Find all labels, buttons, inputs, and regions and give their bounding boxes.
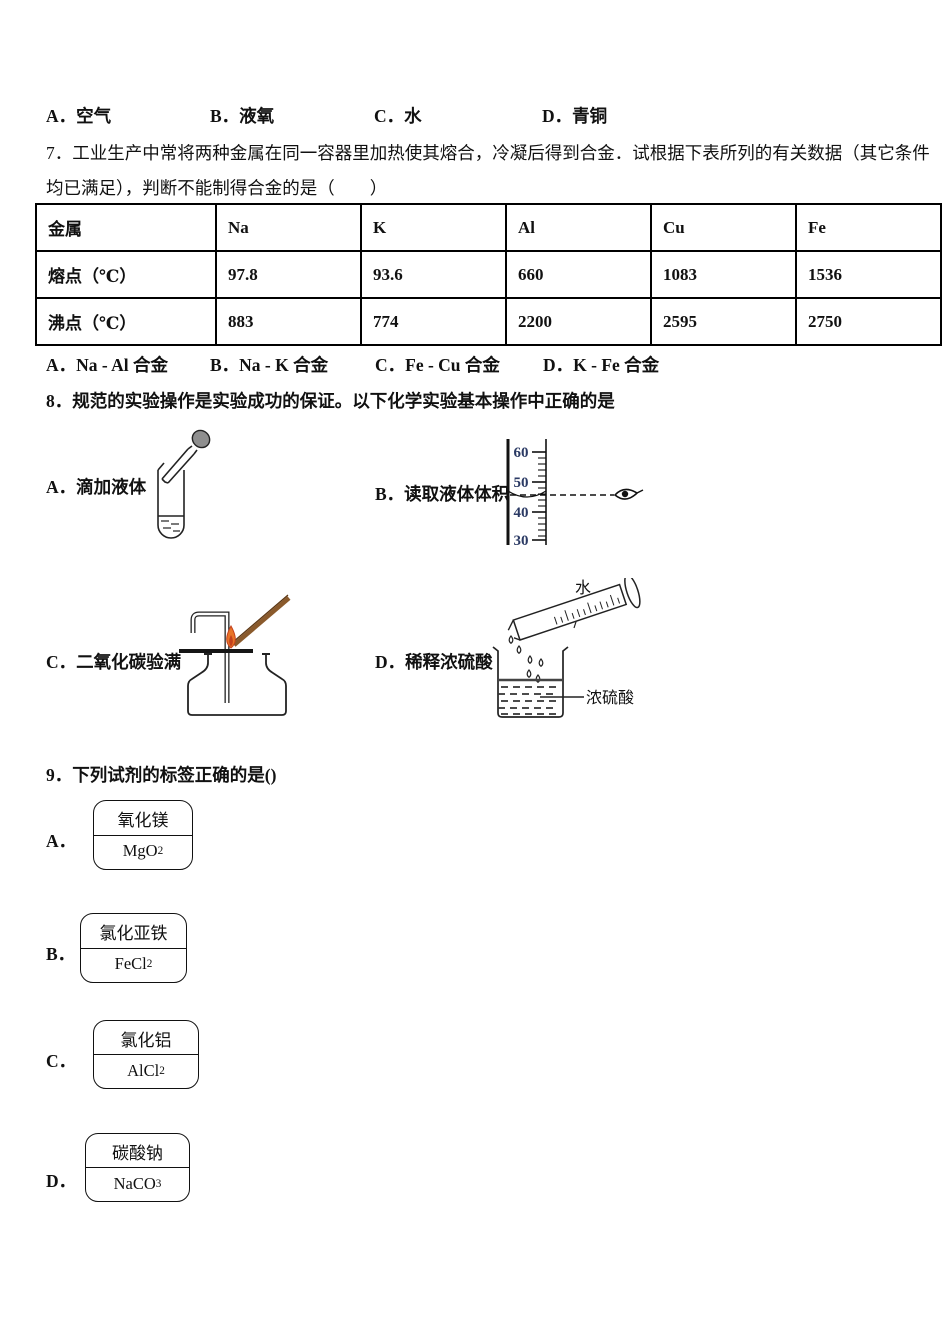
formula-base: NaCO xyxy=(113,1173,156,1193)
graduated-cylinder-reading-figure: 60 50 40 30 xyxy=(506,439,644,548)
formula-base: FeCl xyxy=(114,954,147,974)
dropper-test-tube-figure xyxy=(157,429,211,539)
q8-option-b-label: B．读取液体体积 xyxy=(375,484,510,504)
label-divider xyxy=(86,1167,189,1168)
header-al: Al xyxy=(505,203,652,252)
tick-50: 50 xyxy=(514,475,529,491)
tick-60: 60 xyxy=(514,445,529,461)
reagent-name: 氧化镁 xyxy=(117,811,169,831)
dropper-bulb xyxy=(191,429,211,449)
acid-label: 浓硫酸 xyxy=(586,689,634,707)
pouring-cylinder xyxy=(507,578,641,641)
formula-subscript: 2 xyxy=(159,1064,165,1077)
formula-base: AlCl xyxy=(127,1060,160,1080)
q7-option-d: D．K - Fe 合金 xyxy=(543,355,660,375)
q9-stem: 9．下列试剂的标签正确的是() xyxy=(46,765,277,785)
q9-option-b-letter: B． xyxy=(46,944,76,964)
q9-option-c-letter: C． xyxy=(46,1051,77,1071)
glass-cover-plate xyxy=(179,649,253,653)
q8-option-d-label: D．稀释浓硫酸 xyxy=(375,652,493,672)
acid-liquid xyxy=(498,678,563,715)
melting-point-row: 熔点（℃） 97.8 93.6 660 1083 1536 xyxy=(35,250,942,299)
q8-option-c-label: C．二氧化碳验满 xyxy=(46,652,182,672)
burning-splint xyxy=(226,594,291,649)
formula-subscript: 3 xyxy=(155,1177,162,1190)
formula-subscript: 2 xyxy=(146,958,153,971)
cell-value: 97.8 xyxy=(215,250,362,299)
formula-subscript: 2 xyxy=(157,845,164,858)
q6-option-a: A．空气 xyxy=(46,106,112,126)
row-label: 沸点（℃） xyxy=(35,297,217,346)
q7-option-c: C．Fe - Cu 合金 xyxy=(375,355,500,375)
q6-option-b: B．液氧 xyxy=(210,106,275,126)
formula-base: MgO xyxy=(122,841,158,861)
water-label: 水 xyxy=(575,579,591,597)
tick-30: 30 xyxy=(514,533,529,548)
q9-option-a-letter: A． xyxy=(46,831,77,851)
cell-value: 93.6 xyxy=(360,250,507,299)
dilute-acid-figure: 水 xyxy=(492,578,641,718)
q8-option-a-label: A．滴加液体 xyxy=(46,477,147,497)
boiling-point-row: 沸点（℃） 883 774 2200 2595 2750 xyxy=(35,297,942,346)
q7-option-a: A．Na - Al 合金 xyxy=(46,355,169,375)
reagent-name: 氯化亚铁 xyxy=(99,924,168,944)
reagent-name: 碳酸钠 xyxy=(112,1144,163,1163)
header-cu: Cu xyxy=(650,203,797,252)
tick-40: 40 xyxy=(514,505,529,521)
header-k: K xyxy=(360,203,507,252)
label-divider xyxy=(94,834,192,836)
cell-value: 2750 xyxy=(795,297,942,346)
cell-value: 1083 xyxy=(650,250,797,299)
cell-value: 2595 xyxy=(650,297,797,346)
water-drops xyxy=(508,635,544,684)
cylinder-base xyxy=(624,578,641,609)
cell-value: 2200 xyxy=(505,297,652,346)
header-fe: Fe xyxy=(795,203,942,252)
q7-stem-line2: 均已满足），判断不能制得合金的是（ ） xyxy=(46,178,388,198)
q9-option-d-letter: D． xyxy=(46,1171,77,1191)
cell-value: 1536 xyxy=(795,250,942,299)
q6-option-d: D．青铜 xyxy=(542,106,608,126)
row-label: 熔点（℃） xyxy=(35,250,217,299)
q7-option-b: B．Na - K 合金 xyxy=(210,355,329,375)
q8-stem: 8．规范的实验操作是实验成功的保证。以下化学实验基本操作中正确的是 xyxy=(46,391,615,411)
melting-boiling-point-table: 金属 Na K Al Cu Fe 熔点（℃） 97.8 93.6 660 108… xyxy=(35,203,942,346)
gas-bottle xyxy=(187,654,287,716)
meniscus-curve xyxy=(507,490,547,498)
q7-stem-line1: 7．工业生产中常将两种金属在同一容器里加热使其熔合，冷凝后得到合金．试根据下表所… xyxy=(46,143,930,163)
cell-value: 883 xyxy=(215,297,362,346)
label-divider xyxy=(81,947,186,949)
bent-glass-tube xyxy=(190,611,230,703)
table-header-row: 金属 Na K Al Cu Fe xyxy=(35,203,942,252)
co2-fullness-test-figure xyxy=(179,594,291,716)
cell-value: 774 xyxy=(360,297,507,346)
eye-icon xyxy=(613,488,644,500)
header-na: Na xyxy=(215,203,362,252)
cell-value: 660 xyxy=(505,250,652,299)
reagent-name: 氯化铝 xyxy=(120,1031,172,1050)
header-metal: 金属 xyxy=(35,203,217,252)
label-divider xyxy=(94,1054,198,1055)
q6-option-c: C．水 xyxy=(374,106,422,126)
beaker xyxy=(492,646,569,718)
